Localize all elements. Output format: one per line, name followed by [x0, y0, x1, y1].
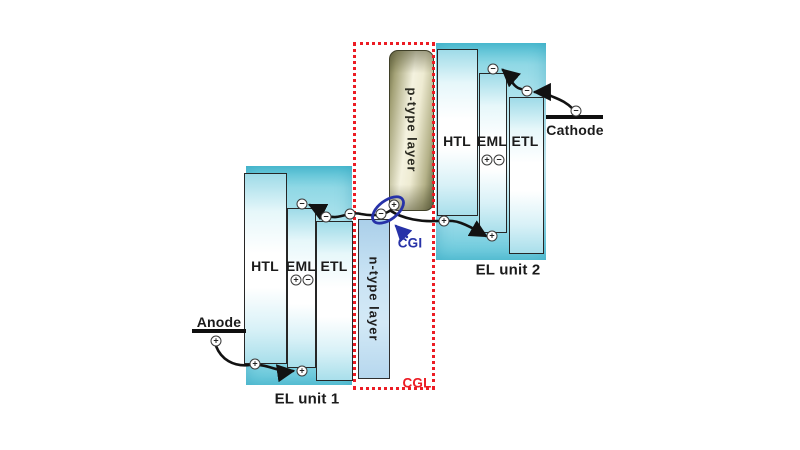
eml-label-unit2: EML: [476, 133, 508, 149]
electron-icon: −: [521, 85, 533, 97]
electron-icon: −: [570, 105, 582, 117]
hole-icon: +: [438, 215, 450, 227]
eml-box-unit2: [479, 73, 507, 233]
htl-box-unit2: [437, 49, 478, 216]
cathode-level-line: [546, 115, 603, 119]
electron-icon: −: [296, 198, 308, 210]
hole-icon: +: [290, 274, 302, 286]
electron-icon: −: [493, 154, 505, 166]
hole-icon: +: [296, 365, 308, 377]
cgl-dotted-boundary: [353, 42, 435, 390]
p-type-layer-label: p-type layer: [404, 87, 420, 173]
cathode-label: Cathode: [546, 122, 604, 138]
eml-box-unit1: [287, 208, 316, 368]
electron-icon: −: [302, 274, 314, 286]
n-type-layer-box: [358, 219, 390, 379]
anode-level-line: [192, 329, 246, 333]
etl-box-unit1: [316, 221, 353, 381]
etl-label-unit2: ETL: [511, 133, 539, 149]
cgi-label: CGI: [397, 235, 423, 251]
etl-label-unit1: ETL: [320, 258, 348, 274]
hole-icon: +: [210, 335, 222, 347]
htl-label-unit2: HTL: [443, 133, 471, 149]
electron-icon: −: [487, 63, 499, 75]
hole-icon: +: [249, 358, 261, 370]
electron-icon: −: [375, 208, 387, 220]
htl-box-unit1: [244, 173, 287, 364]
eml-label-unit1: EML: [285, 258, 317, 274]
electron-icon: −: [344, 208, 356, 220]
htl-label-unit1: HTL: [251, 258, 279, 274]
etl-box-unit2: [509, 97, 544, 254]
electron-icon: −: [320, 211, 332, 223]
n-type-layer-label: n-type layer: [366, 256, 382, 342]
cgl-label: CGL: [402, 375, 432, 391]
hole-icon: +: [486, 230, 498, 242]
hole-icon: +: [481, 154, 493, 166]
el-unit-2-label: EL unit 2: [475, 261, 541, 279]
hole-icon: +: [388, 199, 400, 211]
anode-label: Anode: [196, 314, 242, 330]
el-unit-1-label: EL unit 1: [274, 390, 340, 408]
